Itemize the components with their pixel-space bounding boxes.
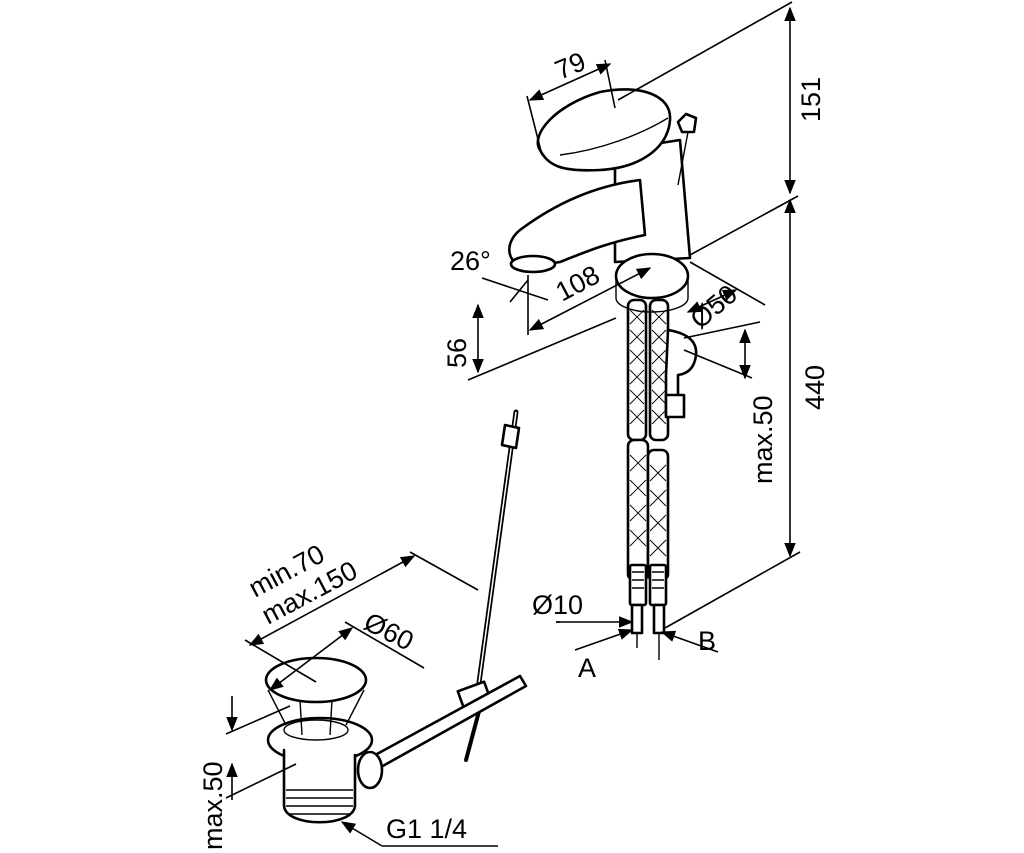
spout-height-label: 56 [442, 338, 472, 368]
waste-body [282, 748, 357, 824]
popup-waste [264, 409, 528, 824]
total-height-label: 440 [800, 365, 830, 410]
waste-dimension-lines [225, 551, 498, 847]
waste-lever [364, 674, 528, 774]
spout-reach-label: 108 [551, 260, 605, 308]
rod-end-fitting [500, 423, 521, 450]
faucet-dimension-lines [467, 1, 801, 660]
waste-diameter-label: Ø60 [359, 607, 418, 657]
thread-label: G1 1/4 [386, 814, 467, 844]
faucet-spout [508, 178, 647, 270]
hose-diameter-label: Ø10 [532, 590, 583, 620]
waste-max-label: max.50 [198, 761, 228, 850]
aerator [509, 254, 557, 274]
popup-knob [676, 112, 698, 134]
handle-lever [536, 88, 672, 172]
faucet-base [614, 252, 690, 300]
spout-angle-label: 26° [450, 246, 491, 276]
handle-width-label: 79 [551, 46, 590, 85]
faucet-body [508, 88, 698, 635]
connector-a-label: A [578, 653, 596, 683]
lever-nut [356, 750, 384, 790]
mounting-nut [664, 393, 686, 419]
braided-hoses [626, 298, 670, 635]
deck-max-label: max.50 [748, 395, 778, 484]
waste-plug [264, 656, 368, 704]
connector-b-label: B [698, 626, 716, 656]
top-height-label: 151 [796, 77, 826, 122]
